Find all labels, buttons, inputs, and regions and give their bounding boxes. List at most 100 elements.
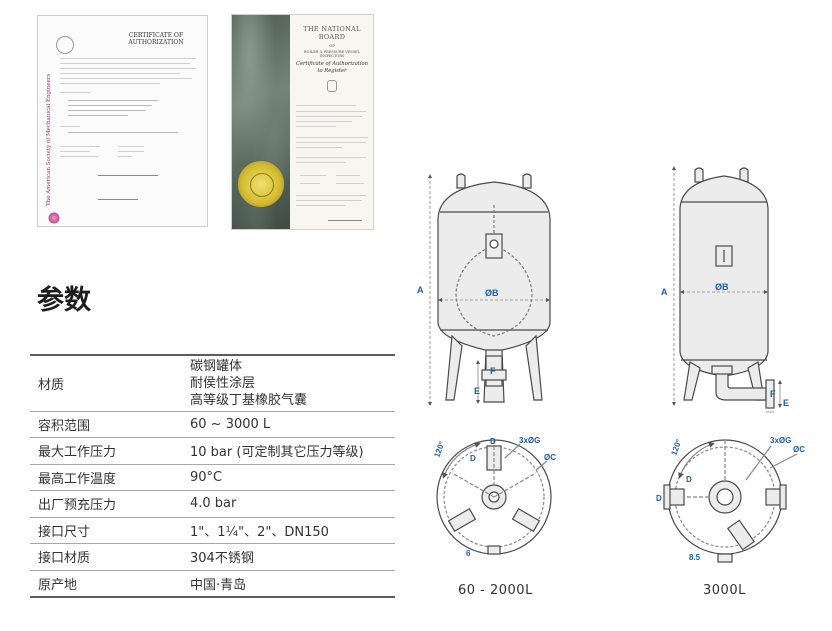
tank-small-dimensions bbox=[428, 174, 550, 406]
label-d-left: D bbox=[656, 494, 662, 503]
leg-left bbox=[447, 507, 477, 533]
table-row: 容积范围 60 ~ 3000 L bbox=[30, 411, 395, 438]
spec-key: 容积范围 bbox=[30, 411, 190, 438]
cert-text-line bbox=[118, 156, 132, 158]
asme-certificate: The American Society of Mechanical Engin… bbox=[37, 15, 208, 227]
cert-text-line bbox=[296, 205, 346, 207]
label-f: F bbox=[770, 389, 776, 399]
table-row: 材质 碳钢罐体 耐侯性涂层 高等级丁基橡胶气囊 bbox=[30, 354, 395, 412]
lifting-lug bbox=[522, 173, 532, 189]
national-board-header: THE NATIONAL BOARD OF BOILER & PRESSURE … bbox=[292, 25, 372, 58]
label-8-5: 8.5 bbox=[689, 553, 701, 562]
cert-text-line bbox=[60, 151, 90, 153]
spec-value: 10 bar (可定制其它压力等级) bbox=[190, 437, 395, 465]
tank-large-side-view bbox=[679, 167, 775, 409]
cert-text-line bbox=[60, 63, 190, 65]
cert-text-line bbox=[60, 58, 196, 60]
label-d-inner: D bbox=[686, 475, 692, 484]
cert-text-line bbox=[60, 73, 180, 75]
spec-key: 材质 bbox=[30, 354, 190, 412]
caption-small-tank: 60 - 2000L bbox=[458, 583, 533, 598]
spec-table: 材质 碳钢罐体 耐侯性涂层 高等级丁基橡胶气囊 容积范围 60 ~ 3000 L… bbox=[30, 354, 395, 598]
table-row: 最大工作压力 10 bar (可定制其它压力等级) bbox=[30, 437, 395, 465]
asme-rose-icon bbox=[48, 212, 60, 224]
label-diameter-c: ØC bbox=[793, 445, 805, 454]
tank-small-top-view bbox=[436, 439, 552, 555]
label-diameter-c: ØC bbox=[544, 453, 556, 462]
page-title: 参数 bbox=[37, 285, 91, 316]
tank-large-top-view bbox=[663, 439, 798, 563]
outlet-pipe bbox=[726, 519, 756, 551]
cert-text-line bbox=[68, 110, 146, 112]
cert-text-line bbox=[296, 195, 366, 197]
label-a: A bbox=[417, 285, 424, 295]
cert-text-line bbox=[296, 162, 346, 164]
spec-key: 最大工作压力 bbox=[30, 437, 190, 465]
label-angle: 120° bbox=[432, 440, 446, 459]
signature-line bbox=[98, 168, 158, 176]
spec-key: 最高工作温度 bbox=[30, 464, 190, 491]
cert-text-line bbox=[60, 146, 100, 148]
cert-text-line bbox=[60, 68, 196, 70]
asme-logo-icon bbox=[56, 36, 74, 54]
cert-text-line bbox=[296, 116, 362, 118]
label-e: E bbox=[474, 386, 480, 396]
spec-value: 碳钢罐体 耐侯性涂层 高等级丁基橡胶气囊 bbox=[190, 354, 395, 412]
tank-body bbox=[679, 175, 769, 377]
table-row: 接口材质 304不锈钢 bbox=[30, 543, 395, 571]
table-row: 原产地 中国·青岛 bbox=[30, 570, 395, 598]
table-row: 接口尺寸 1"、1¼"、2"、DN150 bbox=[30, 517, 395, 544]
cert-text-line bbox=[296, 157, 366, 159]
cert-text-line bbox=[118, 151, 144, 153]
cert-text-line bbox=[60, 83, 160, 85]
national-board-title: THE NATIONAL BOARD bbox=[303, 25, 361, 41]
label-f: F bbox=[490, 366, 496, 376]
cert-text-line bbox=[118, 146, 144, 148]
table-row: 最高工作温度 90°C bbox=[30, 464, 395, 491]
label-a: A bbox=[661, 287, 668, 297]
tank-leg bbox=[683, 361, 701, 401]
bladder-outline bbox=[455, 205, 533, 337]
cert-text-line bbox=[60, 92, 90, 94]
cert-text-line bbox=[60, 126, 80, 128]
spec-value: 90°C bbox=[190, 464, 395, 491]
cert-text-line bbox=[296, 126, 336, 128]
cert-text-line bbox=[60, 78, 192, 80]
lifting-lug bbox=[739, 167, 749, 183]
tank-small-side-view bbox=[437, 173, 551, 403]
spec-key: 出厂预充压力 bbox=[30, 490, 190, 518]
label-diameter-b: ØB bbox=[715, 282, 729, 292]
asme-certificate-title: CERTIFICATE OF AUTHORIZATION bbox=[128, 32, 184, 46]
cert-text-line bbox=[68, 132, 178, 134]
spec-key: 接口材质 bbox=[30, 543, 190, 571]
spec-value: 304不锈钢 bbox=[190, 543, 395, 571]
cert-text-line bbox=[296, 111, 366, 113]
label-holes: 3xØG bbox=[519, 436, 540, 445]
spec-value: 4.0 bar bbox=[190, 490, 395, 518]
cert-text-line bbox=[296, 137, 368, 139]
cert-text-line bbox=[336, 175, 360, 177]
caption-large-tank: 3000L bbox=[703, 583, 746, 598]
cert-text-line bbox=[296, 200, 362, 202]
emblem-icon bbox=[327, 80, 337, 92]
cert-text-line bbox=[296, 147, 342, 149]
label-e: E bbox=[783, 398, 789, 408]
national-board-subtitle: Certificate of Authorization to Register bbox=[295, 61, 369, 74]
tank-body bbox=[437, 181, 551, 353]
lifting-lug bbox=[456, 173, 466, 189]
label-6: 6 bbox=[466, 549, 471, 558]
signature-line bbox=[98, 192, 138, 200]
label-d-top: D bbox=[490, 437, 496, 446]
cert-text-line bbox=[300, 183, 320, 185]
cert-text-line bbox=[68, 115, 128, 117]
national-board-certificate: THE NATIONAL BOARD OF BOILER & PRESSURE … bbox=[231, 14, 374, 230]
cert-text-line bbox=[296, 142, 366, 144]
spec-value: 中国·青岛 bbox=[190, 570, 395, 598]
cert-text-line bbox=[296, 121, 352, 123]
spec-key: 接口尺寸 bbox=[30, 517, 190, 544]
national-board-of: OF bbox=[328, 43, 336, 48]
spec-key: 原产地 bbox=[30, 570, 190, 598]
spec-value: 1"、1¼"、2"、DN150 bbox=[190, 517, 395, 544]
label-holes: 3xØG bbox=[770, 436, 791, 445]
